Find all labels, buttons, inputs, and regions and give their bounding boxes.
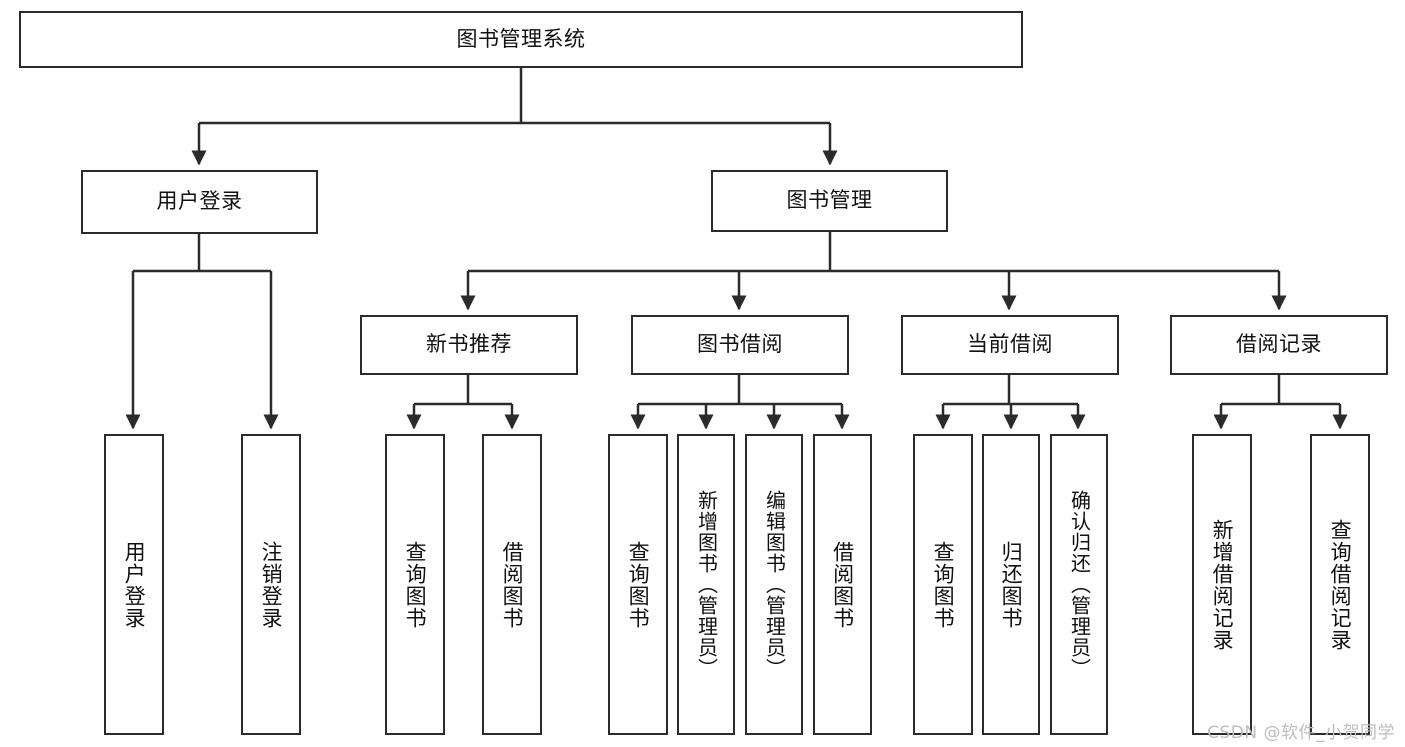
leaf-borrow-add-book-admin[interactable]: 新增图书（管理员） (677, 434, 735, 735)
node-borrow-record[interactable]: 借阅记录 (1170, 315, 1388, 375)
node-current-borrow[interactable]: 当前借阅 (901, 315, 1119, 375)
leaf-current-return-book[interactable]: 归还图书 (982, 434, 1040, 735)
leaf-borrow-borrow-book[interactable]: 借阅图书 (813, 434, 872, 735)
node-user-login[interactable]: 用户登录 (81, 170, 318, 234)
leaf-record-query-record[interactable]: 查询借阅记录 (1310, 434, 1370, 735)
node-book-management[interactable]: 图书管理 (711, 170, 948, 232)
leaf-current-confirm-return-admin[interactable]: 确认归还（管理员） (1050, 434, 1108, 735)
node-book-borrow[interactable]: 图书借阅 (631, 315, 849, 375)
leaf-current-query-book[interactable]: 查询图书 (913, 434, 973, 735)
leaf-borrow-query-book[interactable]: 查询图书 (608, 434, 668, 735)
leaf-record-add-record[interactable]: 新增借阅记录 (1192, 434, 1252, 735)
leaf-user-login-logout[interactable]: 注销登录 (241, 434, 301, 735)
watermark-text: CSDN @软件_小贺同学 (1207, 723, 1395, 743)
node-new-book-recommend[interactable]: 新书推荐 (360, 315, 578, 375)
leaf-new-book-query[interactable]: 查询图书 (385, 434, 445, 735)
node-root[interactable]: 图书管理系统 (19, 11, 1023, 68)
leaf-new-book-borrow[interactable]: 借阅图书 (482, 434, 542, 735)
leaf-borrow-edit-book-admin[interactable]: 编辑图书（管理员） (745, 434, 803, 735)
leaf-user-login-login[interactable]: 用户登录 (104, 434, 164, 735)
